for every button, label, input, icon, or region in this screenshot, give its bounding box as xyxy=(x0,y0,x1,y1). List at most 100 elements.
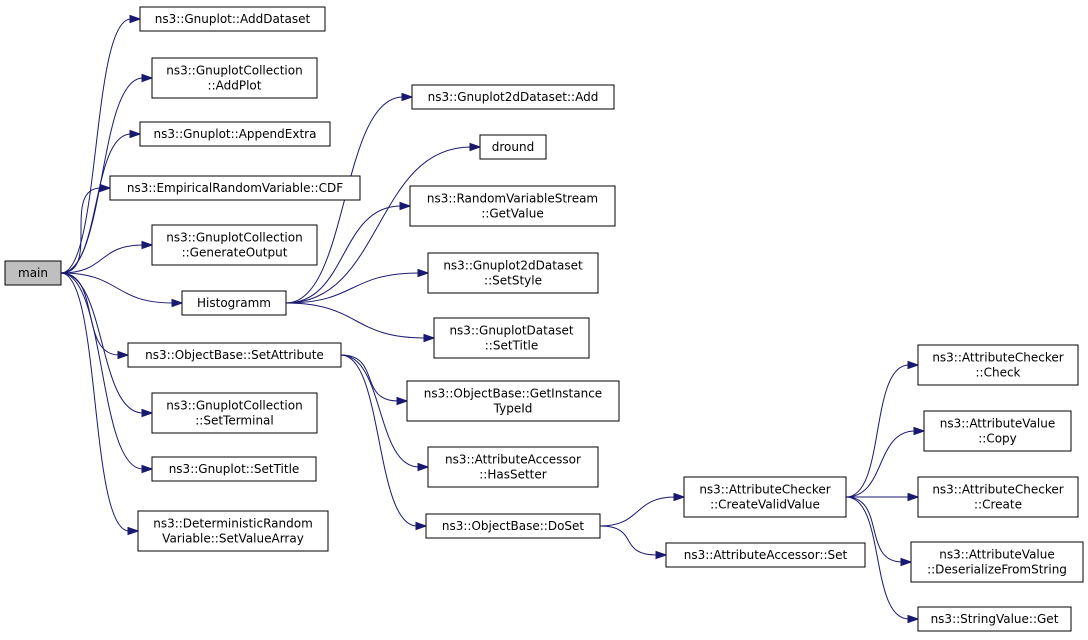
node-box-generate-output[interactable] xyxy=(151,224,318,266)
node-generate-output[interactable]: ns3::GnuplotCollection::GenerateOutput xyxy=(151,224,318,266)
edge-main-to-add-dataset xyxy=(60,18,132,274)
edge-main-to-append-extra xyxy=(60,133,132,274)
edge-create-valid-value-to-value-copy xyxy=(845,430,916,498)
node-label-add-plot-0: ns3::GnuplotCollection xyxy=(166,64,302,78)
node-box-histogramm[interactable] xyxy=(181,290,287,316)
node-box-gnuplot-set-title[interactable] xyxy=(151,456,317,482)
node-box-append-extra[interactable] xyxy=(139,121,331,147)
edge-set-attribute-to-has-setter xyxy=(340,354,420,468)
node-dround[interactable]: dround xyxy=(479,134,547,160)
edge-create-valid-value-to-string-get xyxy=(845,496,910,620)
arrowhead-main-to-set-terminal xyxy=(141,408,154,418)
node-box-set-value-array[interactable] xyxy=(137,510,329,552)
node-box-set-attribute[interactable] xyxy=(127,342,342,368)
arrowhead-main-to-histogramm xyxy=(171,298,184,308)
node-box-add-plot[interactable] xyxy=(151,57,318,99)
edge-do-set-to-accessor-set xyxy=(599,525,658,556)
node-box-dround[interactable] xyxy=(479,134,547,160)
node-box-dataset2d-add[interactable] xyxy=(411,84,615,110)
node-label-gnuplot-set-title-0: ns3::Gnuplot::SetTitle xyxy=(169,462,300,476)
node-box-value-copy[interactable] xyxy=(923,410,1072,452)
node-value-copy[interactable]: ns3::AttributeValue::Copy xyxy=(923,410,1072,452)
arrowhead-create-valid-value-to-string-get xyxy=(907,614,920,624)
node-label-create-valid-value-0: ns3::AttributeChecker xyxy=(699,483,830,497)
node-deserialize[interactable]: ns3::AttributeValue::DeserializeFromStri… xyxy=(910,541,1084,583)
edge-histogramm-to-get-value xyxy=(285,205,402,304)
node-label-dataset-set-title-0: ns3::GnuplotDataset xyxy=(449,324,573,338)
node-box-accessor-set[interactable] xyxy=(665,542,866,568)
node-cdf[interactable]: ns3::EmpiricalRandomVariable::CDF xyxy=(109,175,361,201)
node-label-deserialize-1: ::DeserializeFromString xyxy=(927,563,1067,577)
node-box-get-value[interactable] xyxy=(409,185,616,227)
node-box-get-instance-typeid[interactable] xyxy=(406,380,620,422)
node-histogramm[interactable]: Histogramm xyxy=(181,290,287,316)
arrowhead-histogramm-to-dataset2d-add xyxy=(401,92,414,102)
arrowhead-create-valid-value-to-value-copy xyxy=(913,426,926,436)
edge-do-set-to-create-valid-value xyxy=(599,496,676,527)
node-label-create-valid-value-1: ::CreateValidValue xyxy=(710,498,820,512)
node-create-valid-value[interactable]: ns3::AttributeChecker::CreateValidValue xyxy=(683,476,847,518)
edge-create-valid-value-to-checker-check xyxy=(845,364,910,498)
node-label-value-copy-1: ::Copy xyxy=(978,432,1017,446)
node-box-add-dataset[interactable] xyxy=(139,6,326,32)
node-has-setter[interactable]: ns3::AttributeAccessor::HasSetter xyxy=(427,446,599,488)
node-string-get[interactable]: ns3::StringValue::Get xyxy=(917,606,1072,632)
node-set-attribute[interactable]: ns3::ObjectBase::SetAttribute xyxy=(127,342,342,368)
arrowhead-set-attribute-to-do-set xyxy=(415,521,428,531)
edge-main-to-generate-output xyxy=(60,244,144,274)
node-box-set-terminal[interactable] xyxy=(151,392,318,434)
node-box-create-valid-value[interactable] xyxy=(683,476,847,518)
node-box-checker-check[interactable] xyxy=(917,344,1079,386)
node-label-get-instance-typeid-0: ns3::ObjectBase::GetInstance xyxy=(424,387,602,401)
node-add-plot[interactable]: ns3::GnuplotCollection::AddPlot xyxy=(151,57,318,99)
node-label-set-terminal-0: ns3::GnuplotCollection xyxy=(166,399,302,413)
node-box-string-get[interactable] xyxy=(917,606,1072,632)
edge-main-to-set-value-array xyxy=(60,272,130,532)
node-box-set-style[interactable] xyxy=(427,252,599,294)
node-append-extra[interactable]: ns3::Gnuplot::AppendExtra xyxy=(139,121,331,147)
node-label-checker-check-0: ns3::AttributeChecker xyxy=(932,351,1063,365)
node-set-style[interactable]: ns3::Gnuplot2dDataset::SetStyle xyxy=(427,252,599,294)
node-main[interactable]: main xyxy=(4,260,62,286)
node-box-checker-create[interactable] xyxy=(917,476,1079,518)
arrowhead-main-to-set-value-array xyxy=(127,526,140,536)
arrowhead-main-to-cdf xyxy=(99,183,112,193)
node-label-set-terminal-1: ::SetTerminal xyxy=(195,414,274,428)
node-add-dataset[interactable]: ns3::Gnuplot::AddDataset xyxy=(139,6,326,32)
node-box-do-set[interactable] xyxy=(425,513,601,539)
node-dataset-set-title[interactable]: ns3::GnuplotDataset::SetTitle xyxy=(433,317,590,359)
edge-main-to-gnuplot-set-title xyxy=(60,272,144,470)
arrowhead-main-to-append-extra xyxy=(129,129,142,139)
node-set-terminal[interactable]: ns3::GnuplotCollection::SetTerminal xyxy=(151,392,318,434)
arrowhead-set-attribute-to-has-setter xyxy=(417,462,430,472)
node-label-set-style-0: ns3::Gnuplot2dDataset xyxy=(443,259,583,273)
node-accessor-set[interactable]: ns3::AttributeAccessor::Set xyxy=(665,542,866,568)
node-checker-check[interactable]: ns3::AttributeChecker::Check xyxy=(917,344,1079,386)
arrowhead-create-valid-value-to-checker-create xyxy=(907,492,920,502)
node-box-cdf[interactable] xyxy=(109,175,361,201)
node-label-dataset-set-title-1: ::SetTitle xyxy=(485,339,539,353)
node-checker-create[interactable]: ns3::AttributeChecker::Create xyxy=(917,476,1079,518)
node-box-has-setter[interactable] xyxy=(427,446,599,488)
node-dataset2d-add[interactable]: ns3::Gnuplot2dDataset::Add xyxy=(411,84,615,110)
node-label-generate-output-0: ns3::GnuplotCollection xyxy=(166,231,302,245)
node-label-checker-create-1: ::Create xyxy=(974,498,1022,512)
node-box-deserialize[interactable] xyxy=(910,541,1084,583)
node-box-main[interactable] xyxy=(4,260,62,286)
edge-histogramm-to-set-style xyxy=(285,272,420,304)
arrowhead-histogramm-to-dataset-set-title xyxy=(423,333,436,343)
edge-set-attribute-to-get-instance-typeid xyxy=(340,354,399,402)
node-label-has-setter-0: ns3::AttributeAccessor xyxy=(445,453,581,467)
node-label-string-get-0: ns3::StringValue::Get xyxy=(931,612,1059,626)
node-get-value[interactable]: ns3::RandomVariableStream::GetValue xyxy=(409,185,616,227)
node-label-value-copy-0: ns3::AttributeValue xyxy=(940,417,1056,431)
node-gnuplot-set-title[interactable]: ns3::Gnuplot::SetTitle xyxy=(151,456,317,482)
node-label-main-0: main xyxy=(18,266,48,280)
node-box-dataset-set-title[interactable] xyxy=(433,317,590,359)
node-set-value-array[interactable]: ns3::DeterministicRandomVariable::SetVal… xyxy=(137,510,329,552)
node-do-set[interactable]: ns3::ObjectBase::DoSet xyxy=(425,513,601,539)
nodes-layer: main ns3::Gnuplot::AddDatasetns3::Gnuplot… xyxy=(4,6,1084,632)
arrowhead-histogramm-to-set-style xyxy=(417,268,430,278)
node-label-do-set-0: ns3::ObjectBase::DoSet xyxy=(442,519,585,533)
